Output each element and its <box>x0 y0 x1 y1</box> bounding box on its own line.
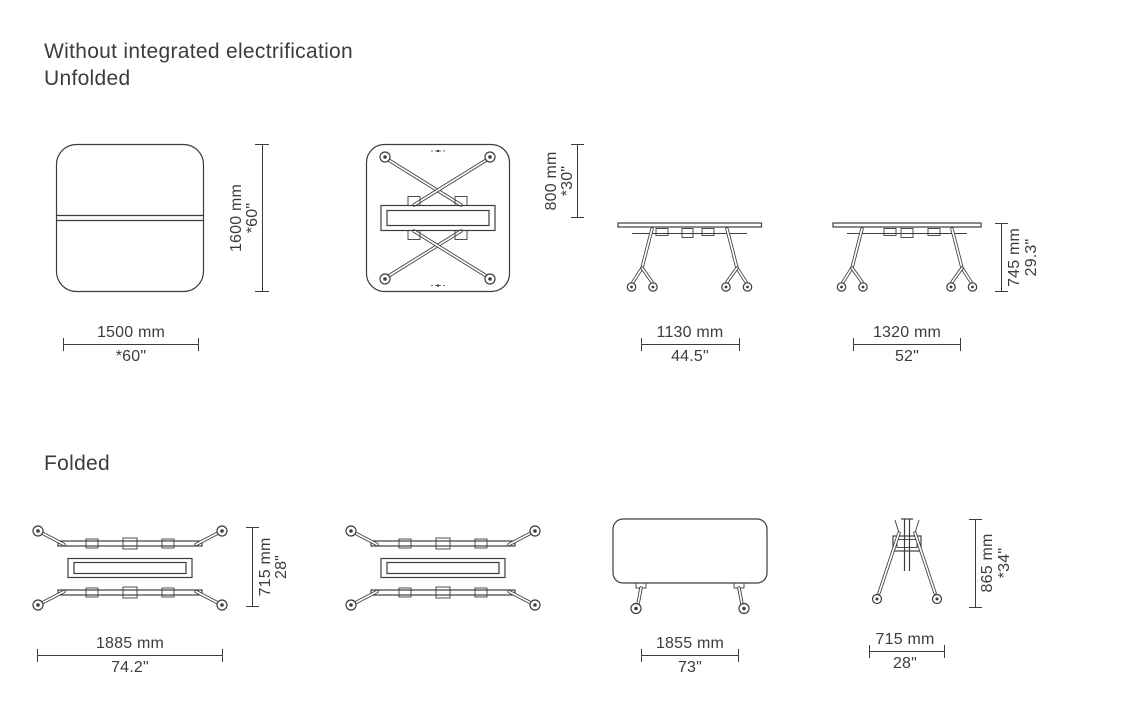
dim-1130-mm-label: 1130 mm <box>657 324 724 341</box>
dim-1600-mm-label: 1600 mm <box>228 184 245 252</box>
dim-folded-depth: 715 mm 28" <box>246 527 290 607</box>
dim-folded-side-width: 1855 mm 73" <box>641 635 739 676</box>
dim-folded-end-height: 865 mm *34" <box>969 519 1013 608</box>
dim-865-mm-label: 865 mm <box>979 534 996 593</box>
folded-top-view-1-drawing <box>32 525 228 611</box>
dim-715f-inch-label: 28" <box>273 555 290 579</box>
dim-1500-mm-label: 1500 mm <box>97 324 165 341</box>
dim-800-mm-label: 800 mm <box>543 152 560 211</box>
dim-1320-mm-label: 1320 mm <box>873 324 941 341</box>
folded-heading: Folded <box>44 452 111 475</box>
dim-715e-inch-label: 28" <box>893 655 917 672</box>
dim-800-inch-label: *30" <box>559 166 576 197</box>
dim-1855-mm-label: 1855 mm <box>656 635 724 652</box>
page-title: Without integrated electrification <box>44 40 354 63</box>
dim-unfolded-depth: 1600 mm *60" <box>228 144 269 292</box>
dim-1855-inch-label: 73" <box>678 659 702 676</box>
folded-top-view-2-drawing <box>344 524 542 612</box>
unfolded-underside-drawing <box>365 143 511 293</box>
dim-side-small-width: 1130 mm 44.5" <box>641 324 740 365</box>
page-subtitle: Unfolded <box>44 67 131 90</box>
dim-1320-inch-label: 52" <box>895 348 919 365</box>
dim-underside-half-depth: 800 mm *30" <box>543 144 584 218</box>
dim-1600-inch-label: *60" <box>244 203 261 234</box>
dim-745-mm-label: 745 mm <box>1006 228 1023 287</box>
dim-715f-mm-label: 715 mm <box>257 538 274 597</box>
unfolded-top-view-drawing <box>55 143 205 293</box>
dim-1885-inch-label: 74.2" <box>111 659 149 676</box>
dim-865-inch-label: *34" <box>996 548 1013 579</box>
dim-1500-inch-label: *60" <box>116 348 147 365</box>
dim-folded-width: 1885 mm 74.2" <box>37 635 223 676</box>
dim-side-large-height: 745 mm 29.3" <box>995 223 1040 292</box>
dim-745-inch-label: 29.3" <box>1023 239 1040 277</box>
dim-715e-mm-label: 715 mm <box>876 631 935 648</box>
dim-side-large-width: 1320 mm 52" <box>853 324 961 365</box>
dim-1885-mm-label: 1885 mm <box>96 635 164 652</box>
unfolded-side-view-small-drawing <box>617 222 763 292</box>
dim-unfolded-width: 1500 mm *60" <box>63 324 199 365</box>
unfolded-side-view-large-drawing <box>832 222 982 292</box>
folded-side-view-drawing <box>612 518 768 615</box>
folded-end-view-drawing <box>871 518 943 605</box>
dim-folded-end-width: 715 mm 28" <box>869 631 945 672</box>
dim-1130-inch-label: 44.5" <box>671 348 709 365</box>
